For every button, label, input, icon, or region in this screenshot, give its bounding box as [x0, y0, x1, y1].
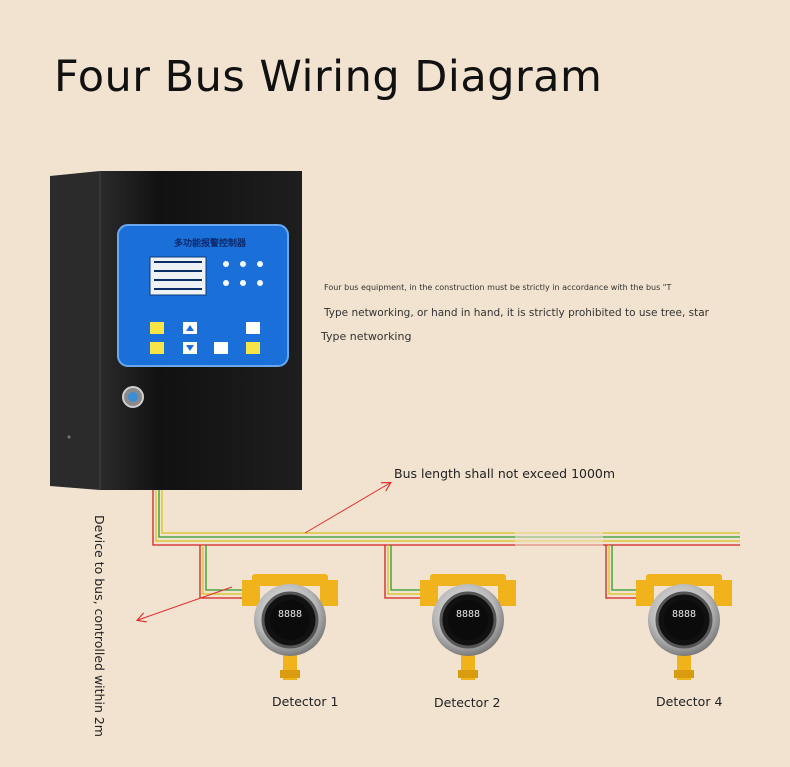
detector-1-label: Detector 1 — [272, 694, 339, 709]
detector-1-body — [242, 574, 338, 680]
device-to-bus-label: Device to bus, controlled within 2m — [92, 515, 107, 737]
bus-length-label: Bus length shall not exceed 1000m — [394, 466, 616, 481]
detector-2-label: Detector 2 — [434, 695, 501, 710]
detector-4-body — [636, 574, 732, 680]
bus-length-arrow — [304, 483, 390, 534]
detector-4-label: Detector 4 — [656, 694, 723, 709]
controller-panel-title: 多功能报警控制器 — [173, 239, 246, 249]
detector-4-display: 8888 — [672, 609, 696, 620]
detector-2-display: 8888 — [456, 609, 480, 620]
panel-buttons — [150, 322, 260, 354]
note-line-1: Four bus equipment, in the construction … — [324, 283, 672, 292]
note-line-3: Type networking — [321, 330, 412, 343]
trunk-bus — [152, 490, 740, 546]
detector-1-display: 8888 — [278, 609, 302, 620]
controller-cabinet — [50, 171, 302, 490]
note-line-2: Type networking, or hand in hand, it is … — [324, 307, 709, 319]
page-title: Four Bus Wiring Diagram — [54, 52, 603, 102]
detector-2-body — [420, 574, 516, 680]
device-to-bus-arrow — [138, 586, 233, 620]
branch-2 — [384, 545, 430, 599]
